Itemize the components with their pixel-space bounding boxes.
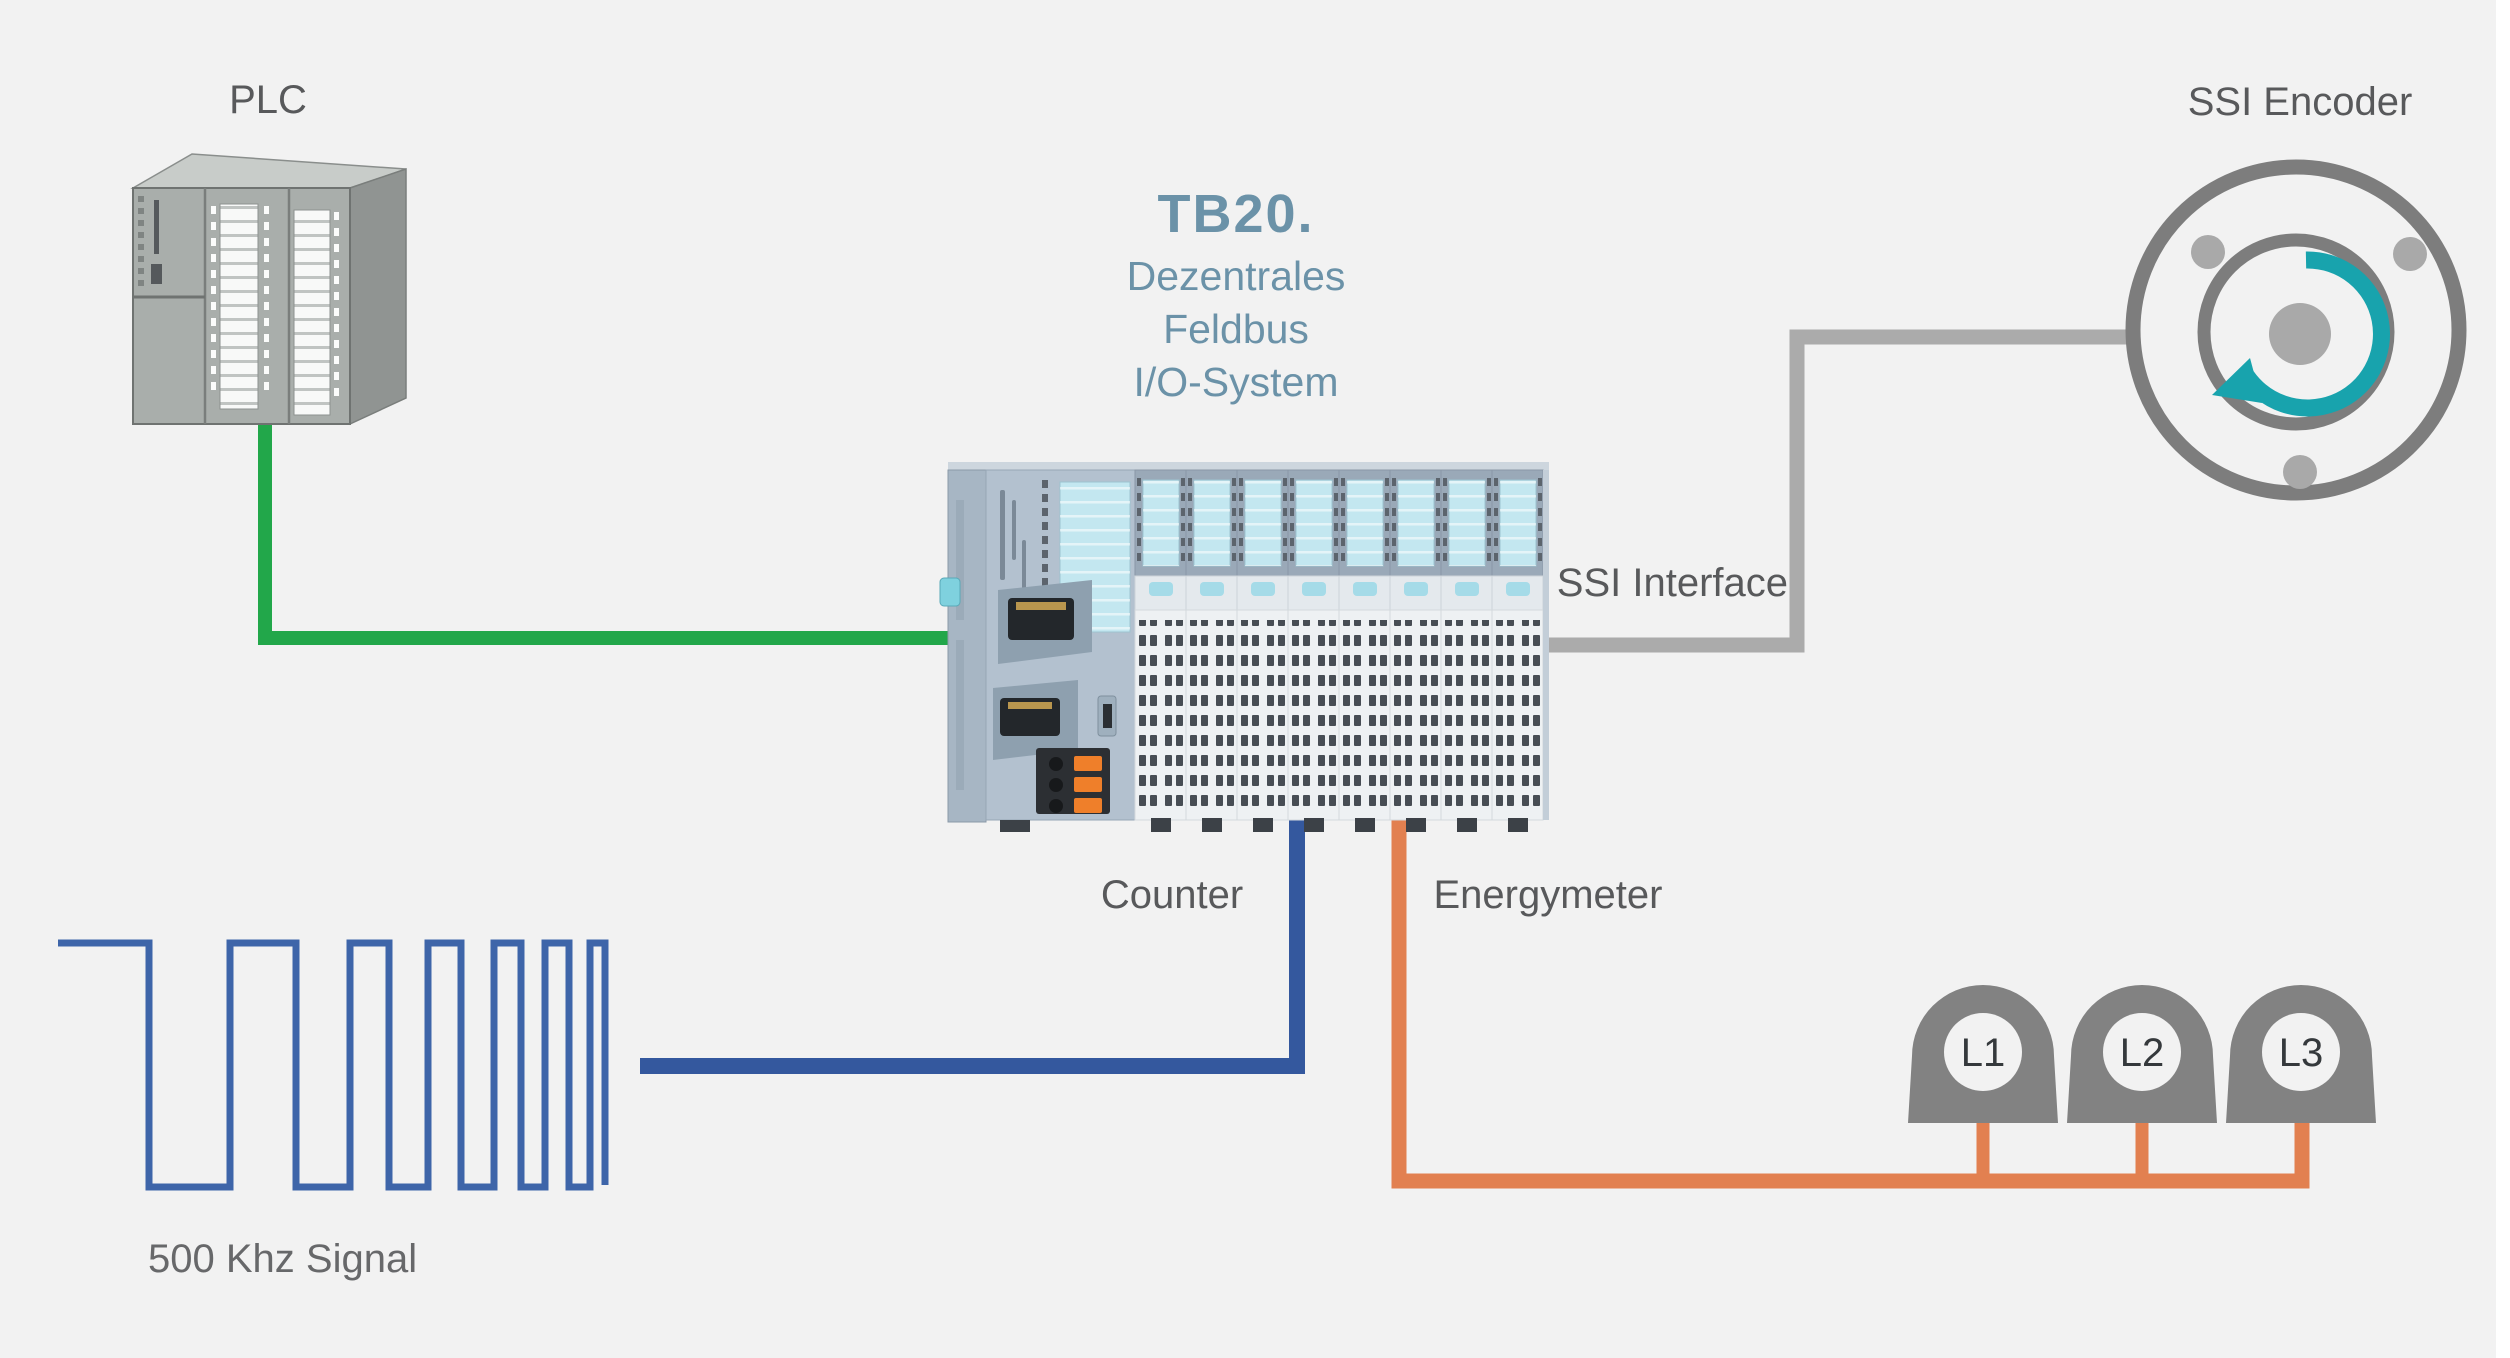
ethernet-port-icon [993, 680, 1078, 760]
io-module-slat [1338, 469, 1391, 833]
current-transformer-l2: L2 [2067, 985, 2217, 1123]
plc-bus-cable [258, 415, 950, 645]
counter-cable [640, 815, 1305, 1074]
io-module-slat [1491, 469, 1544, 833]
title-main: TB20. [1157, 184, 1314, 244]
ssi-encoder-label: SSI Encoder [2188, 80, 2413, 124]
io-module-slat [1440, 469, 1493, 833]
current-transformer-l1: L1 [1908, 985, 2058, 1123]
title-subtitle-line: Dezentrales [1127, 253, 1346, 299]
power-terminal [1036, 748, 1110, 814]
io-module-slat [1389, 469, 1442, 833]
ct-label: L2 [2120, 1031, 2165, 1075]
ct-label: L3 [2279, 1031, 2324, 1075]
energymeter-cable [1391, 815, 2310, 1189]
encoder-bolt-dot [2393, 237, 2427, 271]
plc-device [130, 153, 407, 426]
rotation-arrow-icon [2212, 251, 2390, 417]
energymeter-label: Energymeter [1434, 873, 1663, 917]
tb20-head-module [939, 469, 1137, 832]
ssi-cable [1548, 329, 2130, 653]
square-wave-icon [58, 939, 609, 1191]
ethernet-port-icon [998, 580, 1092, 664]
current-transformer-l3: L3 [2226, 985, 2376, 1123]
encoder-bolt-dot [2191, 235, 2225, 269]
io-module-slat [1185, 469, 1238, 833]
title-subtitle-line: I/O-System [1133, 359, 1338, 405]
plc-led-columns [211, 206, 339, 396]
counter-label: Counter [1101, 873, 1243, 917]
io-module-slat [1236, 469, 1289, 833]
white-edge-strip [2496, 0, 2510, 1358]
ssi-interface-label: SSI Interface [1557, 561, 1788, 605]
plc-vent-dots [138, 196, 144, 286]
title-subtitle-line: Feldbus [1163, 306, 1309, 352]
signal-label: 500 Khz Signal [148, 1237, 417, 1281]
encoder-bolt-dot [2283, 455, 2317, 489]
encoder-shaft-dot [2269, 303, 2331, 365]
io-module-slat [1287, 469, 1340, 833]
tb20-title-block: TB20. Dezentrales Feldbus I/O-System [1127, 184, 1346, 405]
ssi-encoder-device [2125, 159, 2467, 501]
io-module-slat [1134, 469, 1187, 833]
tb20-module-device [939, 462, 1549, 833]
plc-label: PLC [229, 78, 307, 122]
ct-label: L1 [1961, 1031, 2006, 1075]
